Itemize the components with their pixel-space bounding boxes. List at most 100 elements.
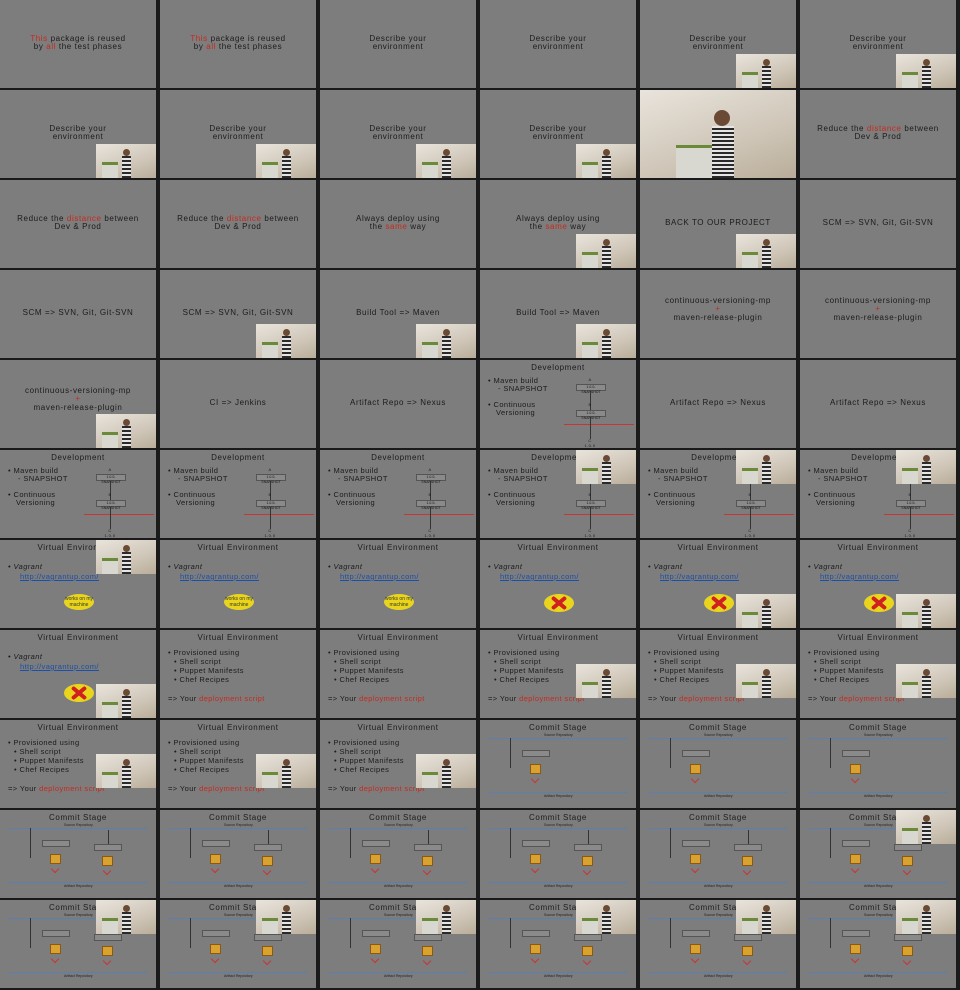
text-run: by bbox=[33, 42, 47, 51]
vagrant-link[interactable]: http://vagrantup.com/ bbox=[180, 572, 310, 581]
speaker-head bbox=[923, 455, 930, 462]
video-frame-thumbnail[interactable]: Virtual Environment• Provisioned using• … bbox=[320, 630, 476, 718]
vagrant-link[interactable]: http://vagrantup.com/ bbox=[340, 572, 470, 581]
video-frame-thumbnail[interactable]: BACK TO OUR PROJECT bbox=[640, 180, 796, 268]
text-run: environment bbox=[372, 42, 424, 51]
video-frame-thumbnail[interactable]: Virtual Environment• Provisioned using• … bbox=[800, 630, 956, 718]
video-frame-thumbnail[interactable]: Build Tool => Maven bbox=[480, 270, 636, 358]
video-frame-thumbnail[interactable]: Build Tool => Maven bbox=[320, 270, 476, 358]
video-frame-thumbnail[interactable]: Development• Maven build- SNAPSHOT• Cont… bbox=[160, 450, 316, 538]
flow-arrow bbox=[830, 738, 831, 768]
podium-shape bbox=[582, 682, 598, 698]
slide-text-line: Build Tool => Maven bbox=[320, 308, 476, 317]
video-frame-thumbnail[interactable]: Development• Maven build- SNAPSHOT• Cont… bbox=[640, 450, 796, 538]
vagrant-link[interactable]: http://vagrantup.com/ bbox=[820, 572, 950, 581]
bullet-line: • Chef Recipes bbox=[654, 675, 710, 684]
vagrant-url[interactable]: http://vagrantup.com/ bbox=[500, 572, 579, 581]
vagrant-url[interactable]: http://vagrantup.com/ bbox=[20, 662, 99, 671]
video-frame-thumbnail[interactable]: continuous-versioning-mp+maven-release-p… bbox=[640, 270, 796, 358]
video-frame-thumbnail[interactable]: SCM => SVN, Git, Git-SVN bbox=[160, 270, 316, 358]
package-icon bbox=[902, 856, 913, 866]
video-frame-thumbnail[interactable]: Virtual Environment• Provisioned using• … bbox=[640, 630, 796, 718]
arrow-line bbox=[590, 481, 591, 501]
video-frame-thumbnail[interactable]: continuous-versioning-mp+maven-release-p… bbox=[0, 360, 156, 448]
vagrant-url[interactable]: http://vagrantup.com/ bbox=[820, 572, 899, 581]
video-frame-thumbnail[interactable]: Virtual Environment• Provisioned using• … bbox=[320, 720, 476, 808]
vagrant-url[interactable]: http://vagrantup.com/ bbox=[660, 572, 739, 581]
vagrant-url[interactable]: http://vagrantup.com/ bbox=[180, 572, 259, 581]
video-frame-thumbnail[interactable]: Development• Maven build- SNAPSHOT• Cont… bbox=[480, 360, 636, 448]
vagrant-link[interactable]: http://vagrantup.com/ bbox=[500, 572, 630, 581]
vagrant-link[interactable]: http://vagrantup.com/ bbox=[20, 572, 150, 581]
video-frame-thumbnail[interactable]: Development• Maven build- SNAPSHOT• Cont… bbox=[0, 450, 156, 538]
video-frame-thumbnail[interactable]: Virtual Environment• Provisioned using• … bbox=[160, 720, 316, 808]
release-box bbox=[94, 844, 122, 851]
video-frame-thumbnail[interactable]: SCM => SVN, Git, Git-SVN bbox=[0, 270, 156, 358]
video-frame-thumbnail[interactable]: Development• Maven build- SNAPSHOT• Cont… bbox=[480, 450, 636, 538]
video-frame-thumbnail[interactable]: Development• Maven build- SNAPSHOT• Cont… bbox=[800, 450, 956, 538]
video-frame-thumbnail[interactable]: Artifact Repo => Nexus bbox=[640, 360, 796, 448]
highlight-word: + bbox=[75, 394, 81, 403]
video-frame-thumbnail[interactable]: Virtual Environment• Provisioned using• … bbox=[0, 720, 156, 808]
video-frame-thumbnail[interactable] bbox=[640, 90, 796, 178]
repo-line bbox=[808, 918, 948, 919]
vagrant-url[interactable]: http://vagrantup.com/ bbox=[20, 572, 99, 581]
video-frame-thumbnail[interactable]: Virtual Environment• Provisioned using• … bbox=[160, 630, 316, 718]
vagrant-link[interactable]: http://vagrantup.com/ bbox=[660, 572, 790, 581]
vagrant-link[interactable]: http://vagrantup.com/ bbox=[20, 662, 150, 671]
speaker-figure bbox=[762, 606, 771, 628]
speaker-camera-inset bbox=[576, 144, 636, 178]
text-run: Always deploy using bbox=[356, 214, 440, 223]
video-frame-thumbnail[interactable]: continuous-versioning-mp+maven-release-p… bbox=[800, 270, 956, 358]
arrow-line bbox=[750, 507, 751, 529]
repo-line bbox=[488, 738, 628, 739]
video-frame-thumbnail[interactable]: SCM => SVN, Git, Git-SVN bbox=[800, 180, 956, 268]
video-frame-thumbnail[interactable]: CI => Jenkins bbox=[160, 360, 316, 448]
video-frame-thumbnail[interactable]: Development• Maven build- SNAPSHOT• Cont… bbox=[320, 450, 476, 538]
package-icon bbox=[742, 946, 753, 956]
video-frame-thumbnail[interactable]: Artifact Repo => Nexus bbox=[800, 360, 956, 448]
package-icon bbox=[902, 946, 913, 956]
video-frame-thumbnail[interactable]: Artifact Repo => Nexus bbox=[320, 360, 476, 448]
vagrant-url[interactable]: http://vagrantup.com/ bbox=[340, 572, 419, 581]
video-frame-thumbnail[interactable]: Virtual Environment• Provisioned using• … bbox=[480, 630, 636, 718]
package-icon bbox=[530, 764, 541, 774]
